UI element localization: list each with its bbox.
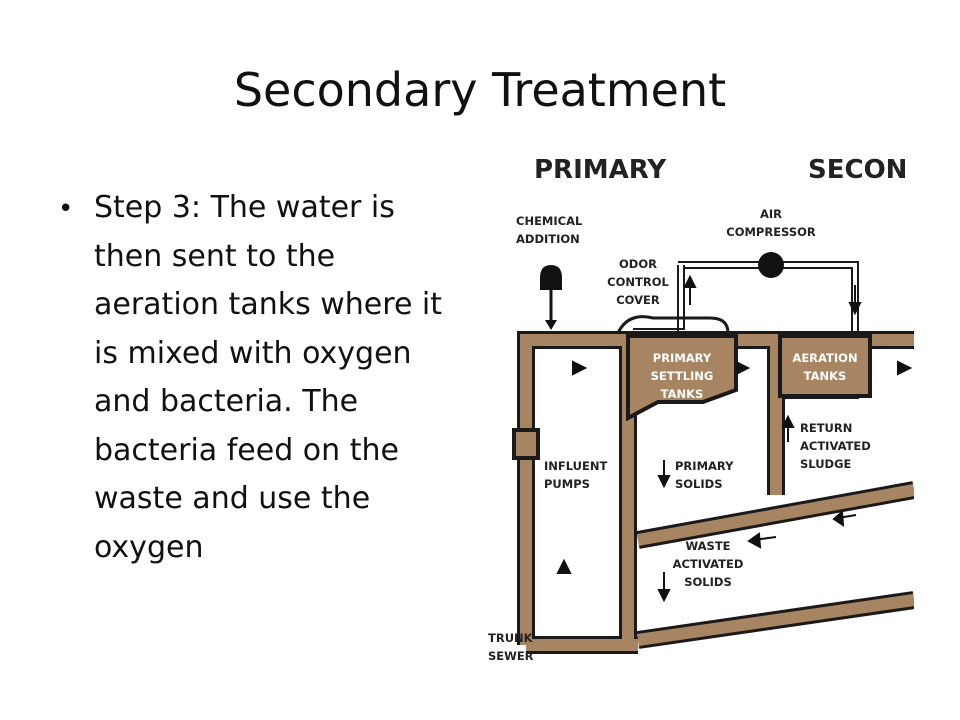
primary-settling-tank [626, 334, 738, 422]
bullet-text: Step 3: The water is then sent to the ae… [94, 190, 443, 565]
chemical-tank [540, 265, 562, 290]
valve [512, 428, 540, 460]
header-secondary: SECON [808, 155, 907, 185]
air-compressor-unit [758, 252, 784, 278]
aeration-tank [778, 334, 872, 398]
odor-control-cover [616, 315, 730, 334]
flow-arrows [556, 274, 913, 603]
bullet-marker: • [58, 194, 74, 224]
treatment-diagram: PRIMARY SECON [478, 140, 914, 680]
header-primary: PRIMARY [534, 155, 667, 185]
slide-title: Secondary Treatment [233, 63, 727, 117]
